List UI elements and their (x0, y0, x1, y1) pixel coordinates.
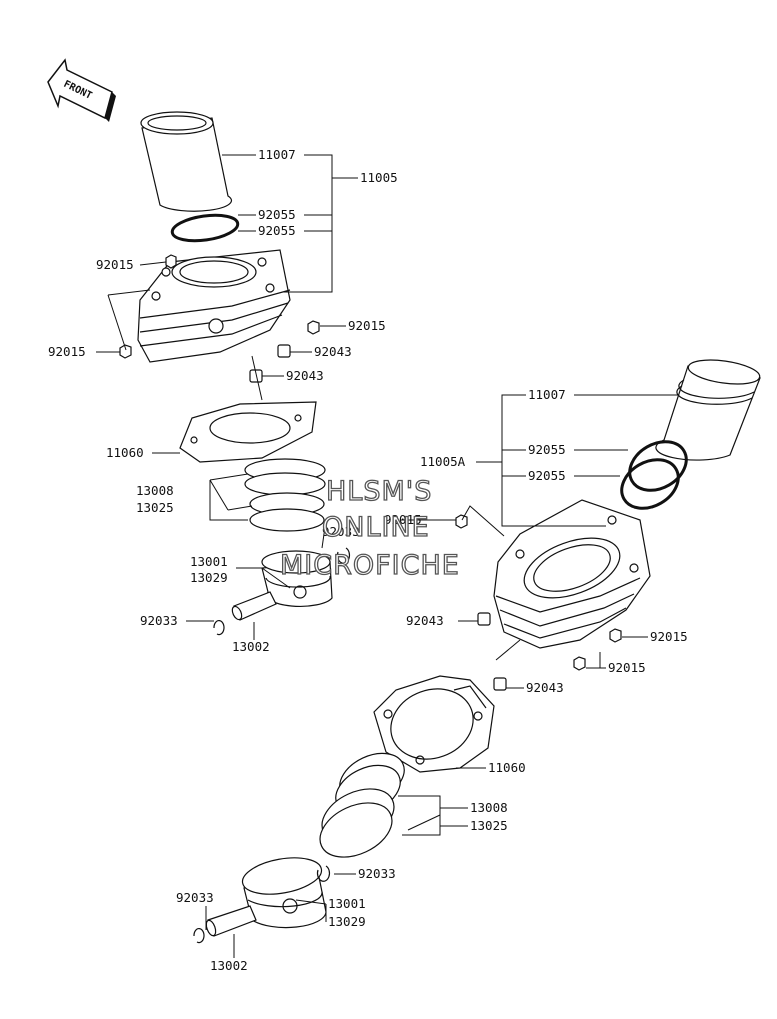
upper-nut-top-part (165, 254, 177, 269)
lower-cylinder-assy-label: 11005A (420, 454, 466, 469)
lower-oring-a-label: 92055 (528, 442, 566, 457)
upper-cylinder-part (137, 249, 291, 363)
upper-piston-pin-label: 13002 (232, 639, 270, 654)
lower-gasket-label: 11060 (488, 760, 526, 775)
upper-nut-left-label: 92015 (48, 344, 86, 359)
upper-sleeve-part (140, 111, 233, 212)
lower-assembly: 11007 11005A 92055 92055 92015 92043 920… (176, 359, 761, 973)
upper-oring-b-label: 92055 (258, 223, 296, 238)
upper-assembly: 11007 11005 92055 92055 92015 92015 9201… (48, 111, 398, 654)
lower-piston-b-label: 13029 (328, 914, 366, 929)
watermark-line-3: MICROFICHE (280, 550, 460, 581)
upper-piston-b-label: 13029 (190, 570, 228, 585)
upper-dowel-a-label: 92043 (314, 344, 352, 359)
lower-gasket-part (373, 675, 495, 773)
lower-nut-top-part (455, 514, 468, 529)
upper-nut-right-part (307, 320, 320, 335)
lower-nut-right-a-label: 92015 (650, 629, 688, 644)
lower-circlip-right-label: 92033 (358, 866, 396, 881)
upper-nut-top-label: 92015 (96, 257, 134, 272)
upper-nut-left-part (119, 344, 132, 359)
upper-oring-part (170, 213, 240, 243)
lower-circlip-left-part (193, 928, 205, 944)
lower-ring-set-a-label: 13008 (470, 800, 508, 815)
lower-nut-right-a-part (609, 628, 622, 643)
lower-ring-set-b-label: 13025 (470, 818, 508, 833)
upper-sleeve-label: 11007 (258, 147, 296, 162)
upper-piston-rings-part (244, 458, 326, 532)
lower-circlip-left-label: 92033 (176, 890, 214, 905)
lower-dowel-right-label: 92043 (526, 680, 564, 695)
lower-dowel-left-part (477, 612, 491, 626)
lower-nut-top-label: 92015 (384, 512, 422, 527)
lower-dowel-right-part (493, 677, 507, 691)
lower-sleeve-label: 11007 (528, 387, 566, 402)
lower-sleeve-part (655, 359, 761, 461)
lower-piston-rings-part (319, 752, 405, 858)
upper-cylinder-assy-label: 11005 (360, 170, 398, 185)
upper-piston-part (261, 550, 333, 607)
upper-dowel-b-label: 92043 (286, 368, 324, 383)
lower-dowel-left-label: 92043 (406, 613, 444, 628)
front-arrow-icon: FRONT (47, 58, 116, 122)
upper-dowel-a-part (277, 344, 291, 358)
lower-oring-b-part (620, 458, 680, 510)
upper-circlip-left-label: 92033 (140, 613, 178, 628)
upper-gasket-part (179, 401, 317, 463)
upper-nut-right-label: 92015 (348, 318, 386, 333)
lower-nut-right-b-part (573, 656, 586, 671)
upper-gasket-label: 11060 (106, 445, 144, 460)
upper-oring-a-label: 92055 (258, 207, 296, 222)
lower-nut-right-b-label: 92015 (608, 660, 646, 675)
upper-circlip-right-part (336, 547, 351, 564)
lower-piston-a-label: 13001 (328, 896, 366, 911)
lower-piston-pin-label: 13002 (210, 958, 248, 973)
upper-ring-set-b-label: 13025 (136, 500, 174, 515)
watermark: HLSM'S ONLINE MICROFICHE (279, 475, 460, 581)
upper-circlip-left-part (213, 620, 225, 636)
upper-piston-pin-part (231, 591, 277, 621)
upper-circlip-right-label: 92033 (322, 524, 360, 539)
lower-cylinder-part (493, 499, 651, 649)
lower-circlip-right-part (316, 865, 331, 882)
lower-piston-pin-part (205, 905, 257, 937)
lower-oring-a-part (628, 440, 688, 492)
watermark-line-2: ONLINE (322, 512, 430, 543)
lower-oring-b-label: 92055 (528, 468, 566, 483)
lower-piston-part (241, 857, 327, 929)
watermark-line-1: HLSM'S (326, 476, 432, 507)
upper-piston-a-label: 13001 (190, 554, 228, 569)
upper-ring-set-a-label: 13008 (136, 483, 174, 498)
